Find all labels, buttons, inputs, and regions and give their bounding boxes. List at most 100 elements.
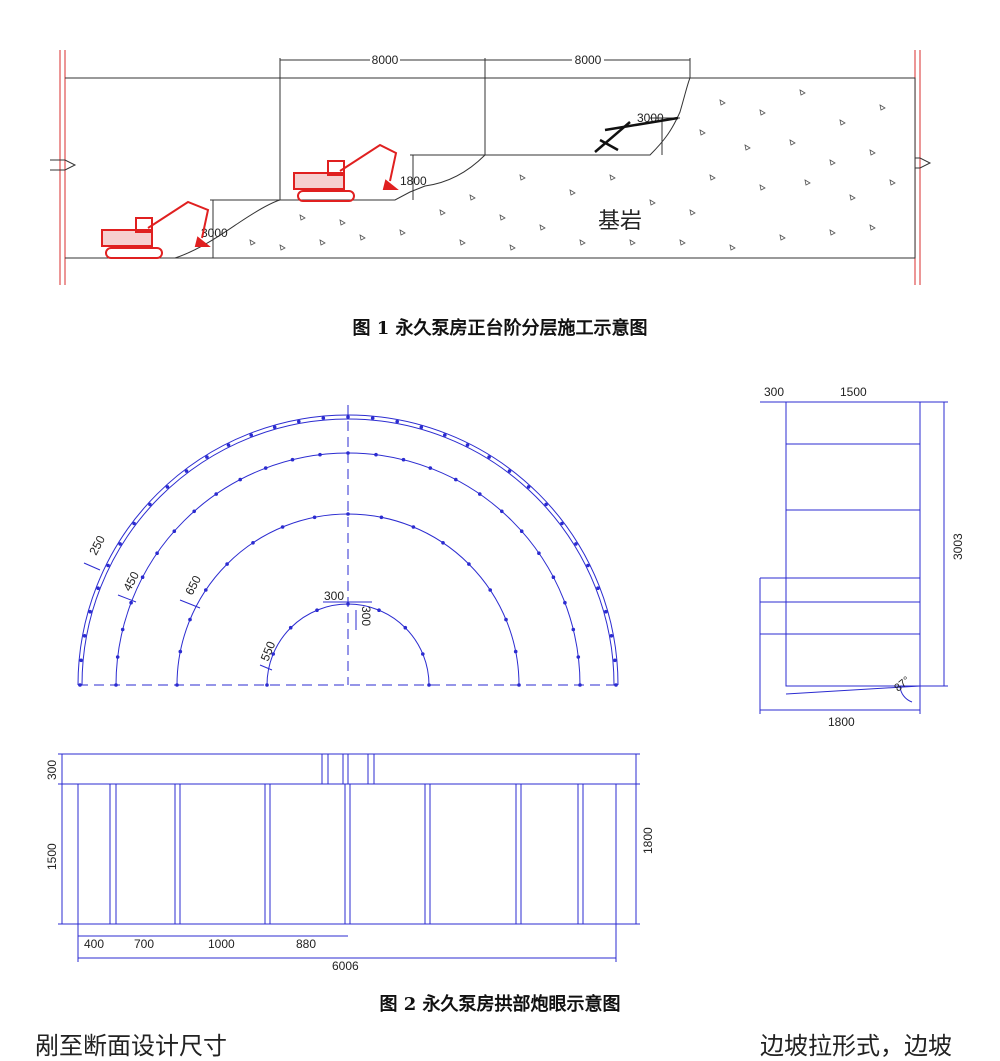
rock-mark xyxy=(829,229,836,236)
blast-hole xyxy=(421,652,425,656)
rock-mark xyxy=(829,159,836,166)
rock-mark xyxy=(709,174,716,181)
blast-holes xyxy=(78,415,618,687)
rock-mark xyxy=(789,139,796,146)
rock-mark xyxy=(249,239,256,246)
rock-mark xyxy=(699,129,706,136)
dim-step-width-1: 8000 xyxy=(372,53,399,67)
blast-hole xyxy=(321,416,326,420)
rock-mark xyxy=(609,174,616,181)
blast-hole xyxy=(346,451,350,455)
side-top-left: 300 xyxy=(764,385,784,399)
arch-ring-550: 550 xyxy=(258,639,279,663)
blast-hole xyxy=(238,477,242,482)
rock-mark xyxy=(509,244,516,251)
rock-mark xyxy=(279,244,286,251)
rock-mark xyxy=(804,179,811,186)
rock-mark xyxy=(839,119,846,126)
rock-mark xyxy=(719,99,726,106)
rock-mark xyxy=(879,104,886,111)
figure-2-caption: 图 2 永久泵房拱部炮眼示意图 xyxy=(379,994,621,1015)
blast-hole xyxy=(507,469,512,473)
arch-ring-650: 650 xyxy=(182,573,204,598)
blast-hole xyxy=(465,443,470,447)
plan-view xyxy=(58,753,640,962)
blast-hole xyxy=(454,477,458,482)
blast-hole xyxy=(129,600,133,605)
rock-mark xyxy=(399,229,406,236)
blast-hole xyxy=(115,655,120,659)
blast-hole xyxy=(132,521,136,526)
blast-hole xyxy=(478,492,482,496)
drilling-rig xyxy=(594,116,679,153)
blast-hole xyxy=(513,649,518,654)
blast-hole xyxy=(263,466,268,470)
blast-hole xyxy=(225,562,229,566)
rock-mark xyxy=(539,224,546,231)
blast-hole xyxy=(609,634,614,638)
blast-hole xyxy=(265,683,269,687)
arch-view xyxy=(77,405,619,686)
rock-mark xyxy=(569,189,576,196)
blast-hole xyxy=(401,457,406,462)
footer-text-left: 剐至断面设计尺寸 xyxy=(35,1032,227,1060)
rock-mark xyxy=(649,199,656,206)
rock-mark xyxy=(629,239,636,246)
blast-hole xyxy=(82,634,87,638)
blast-hole xyxy=(374,452,378,457)
blast-hole xyxy=(155,551,159,555)
side-view xyxy=(759,401,948,714)
blast-hole xyxy=(586,563,590,568)
rock-mark xyxy=(759,109,766,116)
rock-texture xyxy=(249,89,896,251)
blast-hole xyxy=(596,586,600,590)
blast-hole xyxy=(78,683,82,687)
blast-hole xyxy=(563,600,567,605)
blast-hole xyxy=(519,529,524,533)
blast-hole xyxy=(578,683,582,687)
blast-hole xyxy=(148,502,152,507)
blast-hole xyxy=(79,658,83,663)
blast-hole xyxy=(249,433,253,437)
blast-hole xyxy=(403,625,408,630)
side-angle: 87° xyxy=(892,674,912,694)
blast-hole xyxy=(419,425,424,429)
blast-hole xyxy=(395,419,400,424)
blast-hole xyxy=(315,608,319,612)
rock-mark xyxy=(499,214,506,221)
rock-label: 基岩 xyxy=(598,208,642,233)
rock-mark xyxy=(689,209,696,216)
plan-hole-columns xyxy=(109,784,584,924)
side-bottom-width: 1800 xyxy=(828,715,855,729)
figure-2-diagram: 250 450 650 550 300 300 300 1500 3003 18… xyxy=(45,385,965,973)
blast-hole xyxy=(560,521,564,526)
rock-mark xyxy=(779,234,786,241)
left-wall xyxy=(59,50,66,285)
rock-mark xyxy=(469,194,476,201)
rock-mark xyxy=(799,89,806,96)
plan-seg-880: 880 xyxy=(296,937,316,951)
dim-step-width-2: 8000 xyxy=(575,53,602,67)
blast-hole xyxy=(271,652,276,656)
arch-dims xyxy=(83,562,372,671)
side-top-width: 1500 xyxy=(840,385,867,399)
blast-hole xyxy=(443,433,447,437)
rock-mark xyxy=(359,234,366,241)
blast-hole xyxy=(140,575,145,579)
blast-hole xyxy=(537,551,541,555)
blast-hole xyxy=(441,541,445,545)
blast-hole xyxy=(297,419,301,424)
blast-hole xyxy=(175,683,179,687)
blast-hole xyxy=(346,602,350,606)
blast-hole xyxy=(205,455,209,459)
plan-total-width: 6006 xyxy=(332,959,359,973)
arch-inner-top: 300 xyxy=(324,589,344,603)
rock-mark xyxy=(519,174,526,181)
arch-ring-250: 250 xyxy=(86,533,108,558)
blast-hole xyxy=(96,586,100,590)
dim-height-low: 3000 xyxy=(201,226,228,240)
blast-hole xyxy=(604,609,608,614)
blast-hole xyxy=(488,588,493,592)
blast-hole xyxy=(377,608,381,612)
figure-1-caption: 图 1 永久泵房正台阶分层施工示意图 xyxy=(352,318,648,339)
